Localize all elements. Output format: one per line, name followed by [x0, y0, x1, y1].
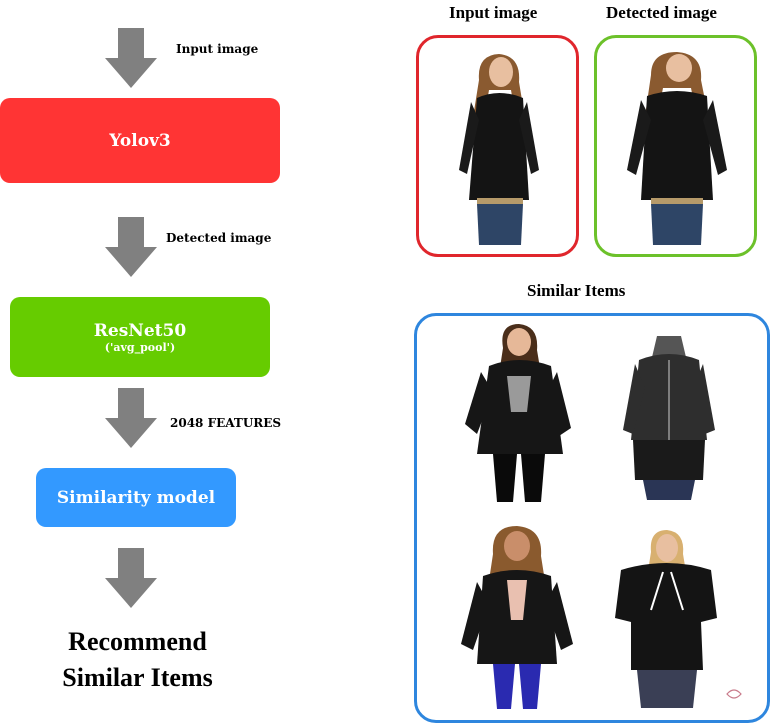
watermark-logo — [725, 686, 743, 706]
similar-items-title: Similar Items — [527, 281, 626, 300]
arrow-label-input-image: Input image — [176, 42, 259, 56]
detected-image-frame — [594, 35, 757, 257]
similar-item-1 — [459, 324, 579, 502]
arrow-label-detected-image: Detected image — [166, 231, 272, 245]
yolov3-box: Yolov3 — [0, 98, 280, 183]
similar-items-frame — [414, 313, 770, 723]
down-arrow-2 — [105, 217, 157, 277]
similar-item-2 — [619, 330, 719, 500]
input-image-title: Input image — [449, 3, 538, 22]
yolov3-label: Yolov3 — [109, 130, 171, 151]
down-arrow-1 — [105, 28, 157, 88]
similarity-model-label: Similarity model — [56, 487, 216, 508]
input-image-frame — [416, 35, 579, 257]
down-arrow-3 — [105, 388, 157, 448]
resnet50-label: ResNet50 — [93, 320, 187, 341]
resnet50-layer-label: ('avg_pool') — [104, 340, 176, 354]
similarity-model-box: Similarity model — [36, 468, 236, 527]
result-text: Recommend Similar Items — [20, 624, 255, 696]
similar-item-4 — [611, 530, 721, 708]
input-image-photo — [449, 50, 549, 245]
resnet50-box: ResNet50 ('avg_pool') — [10, 297, 270, 377]
detected-image-title: Detected image — [606, 3, 717, 22]
similar-item-3 — [457, 524, 577, 709]
result-line-1: Recommend — [68, 627, 207, 656]
detected-image-photo — [621, 50, 733, 245]
down-arrow-4 — [105, 548, 157, 608]
result-line-2: Similar Items — [62, 663, 213, 692]
arrow-label-features: 2048 FEATURES — [170, 416, 282, 430]
